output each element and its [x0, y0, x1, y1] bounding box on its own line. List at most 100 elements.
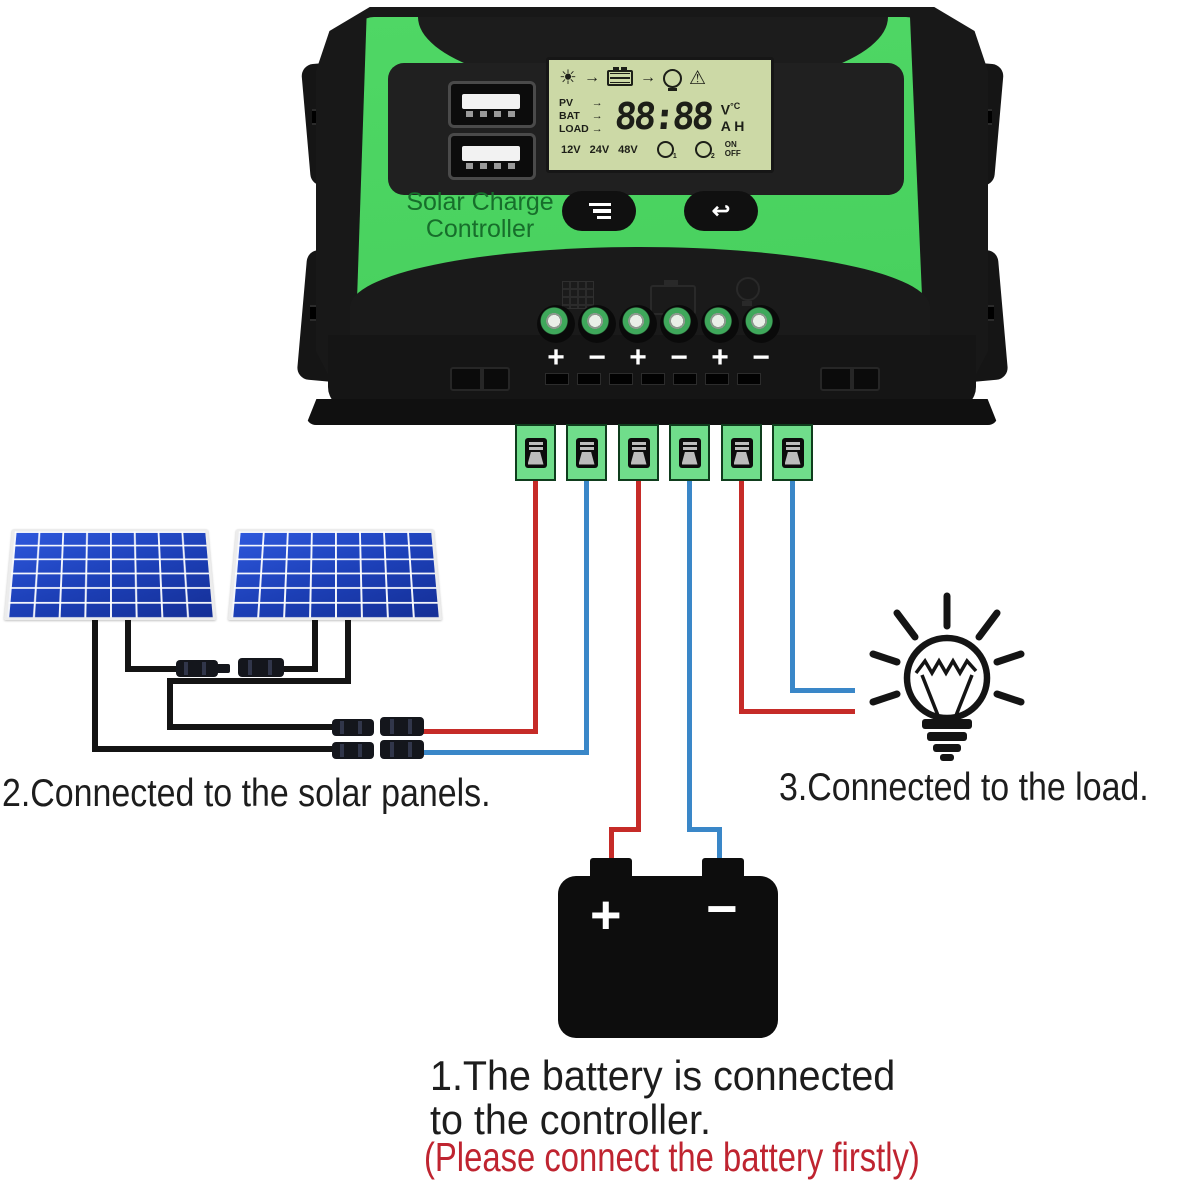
vent-slot	[737, 373, 761, 385]
panel-wire	[167, 678, 351, 684]
panel-wire	[276, 666, 318, 672]
screw-terminal-icon[interactable]	[660, 305, 698, 343]
terminal-block-load-minus[interactable]	[772, 424, 813, 481]
sun-icon: ☀	[559, 67, 577, 89]
battery-icon	[606, 67, 633, 86]
warning-icon: ⚠	[688, 67, 706, 89]
lcd-label-pv: PV	[559, 96, 574, 109]
usb-port-icon[interactable]	[448, 81, 536, 128]
solar-panel-right	[228, 529, 442, 620]
terminal-block-pv-plus[interactable]	[515, 424, 556, 481]
wire-segment-pv-red	[418, 729, 538, 734]
battery-plus-sign: +	[590, 885, 622, 945]
screw-terminal-icon[interactable]	[537, 305, 575, 343]
mc4-connector-icon	[176, 660, 218, 677]
caption-battery-line2: to the controller.	[430, 1096, 711, 1143]
unit-celsius: °C	[730, 101, 741, 112]
wire-segment-pv-red	[533, 481, 538, 731]
terminal-sign: −	[670, 341, 688, 374]
vent-slot	[609, 373, 633, 385]
controller-bottom-edge	[306, 399, 998, 425]
panel-wire	[345, 610, 351, 684]
vent-slot	[705, 373, 729, 385]
bulb-rays	[869, 592, 1025, 706]
light-bulb-load	[869, 592, 1025, 761]
panel-wire	[125, 666, 182, 672]
screw-terminal-icon	[781, 437, 804, 468]
screw-terminal-icon[interactable]	[742, 305, 780, 343]
terminal-sign: +	[711, 341, 729, 374]
lcd-label-load: LOAD	[559, 122, 589, 135]
lcd-24v: 24V	[589, 143, 610, 156]
screw-terminal-icon	[627, 437, 650, 468]
usb-port-icon[interactable]	[448, 133, 536, 180]
panel-wire	[167, 678, 173, 730]
terminal-block-battery-minus[interactable]	[669, 424, 710, 481]
bulb-filament	[914, 657, 978, 677]
terminal-sign: −	[752, 341, 770, 374]
battery-minus-sign: −	[706, 879, 738, 939]
wire-segment-pv-blue	[584, 481, 589, 752]
lcd-display: ☀ → → ⚠ PV BAT LOAD → → → 88:88 V°C A H	[546, 57, 774, 173]
terminal-sign: +	[629, 341, 647, 374]
lcd-status-row: ☀ → → ⚠	[549, 60, 771, 92]
screw-terminal-icon	[575, 437, 598, 468]
vent-slot	[673, 373, 697, 385]
unit-volts: V	[720, 101, 731, 118]
wire-segment-load-blue	[790, 481, 795, 692]
mc4-connector-icon	[238, 658, 284, 677]
lcd-12v: 12V	[561, 143, 581, 156]
battery: + −	[558, 858, 778, 1038]
brand-label: Solar Charge Controller	[406, 188, 554, 243]
menu-button[interactable]	[562, 191, 636, 231]
bat-arrow: →	[591, 109, 603, 122]
wire-segment-battery-red	[609, 827, 641, 832]
solar-panel-left	[4, 529, 216, 620]
terminal-block-pv-minus[interactable]	[566, 424, 607, 481]
caption-battery-line1: 1.The battery is connected	[430, 1052, 896, 1099]
battery-terminal-negative	[702, 858, 744, 880]
mc4-connector-icon	[332, 719, 374, 736]
mc4-connector-tip	[216, 664, 230, 673]
back-icon: ↩	[711, 198, 731, 223]
screw-terminal-icon[interactable]	[578, 305, 616, 343]
bulb-icon	[662, 68, 682, 91]
unit-amps: A	[720, 117, 731, 134]
vent-slot	[577, 373, 601, 385]
wire-segment-battery-red	[609, 827, 614, 868]
wire-segment-load-red	[739, 481, 744, 713]
terminal-block-battery-plus[interactable]	[618, 424, 659, 481]
lcd-on: ON	[724, 140, 737, 149]
mc4-connector-icon	[380, 717, 424, 736]
usb-tongue	[462, 146, 520, 161]
lcd-main-row: PV BAT LOAD → → → 88:88 V°C A H	[549, 92, 771, 139]
wire-segment-battery-blue	[687, 481, 692, 830]
usb-tongue	[462, 94, 520, 109]
wire-segment-battery-blue	[717, 827, 722, 868]
load-arrow: →	[591, 122, 603, 135]
caption-solar-panels: 2.Connected to the solar panels.	[2, 772, 491, 815]
battery-terminal-positive	[590, 858, 632, 880]
wire-segment-load-blue	[790, 688, 855, 693]
alarm-clock-icon: 1	[656, 141, 677, 160]
terminal-sign: −	[588, 341, 606, 374]
lcd-label-bat: BAT	[559, 109, 580, 122]
wire-segment-pv-blue	[418, 750, 589, 755]
cable-slot	[450, 367, 510, 391]
screw-terminal-icon[interactable]	[701, 305, 739, 343]
screw-terminal-icon	[678, 437, 701, 468]
caption-load: 3.Connected to the load.	[779, 766, 1149, 809]
unit-hours: H	[734, 117, 745, 134]
pv-arrow: →	[591, 96, 603, 109]
panel-wire	[92, 746, 334, 752]
bulb-icon	[736, 277, 760, 306]
terminal-block-load-plus[interactable]	[721, 424, 762, 481]
panel-wire	[92, 610, 98, 752]
screw-terminal-icon[interactable]	[619, 305, 657, 343]
bulb-base	[922, 719, 972, 729]
back-button[interactable]: ↩	[684, 191, 758, 231]
lcd-off: OFF	[724, 148, 741, 158]
usb-pins	[466, 163, 516, 169]
wire-segment-load-red	[739, 709, 855, 714]
panel-wire	[167, 724, 334, 730]
